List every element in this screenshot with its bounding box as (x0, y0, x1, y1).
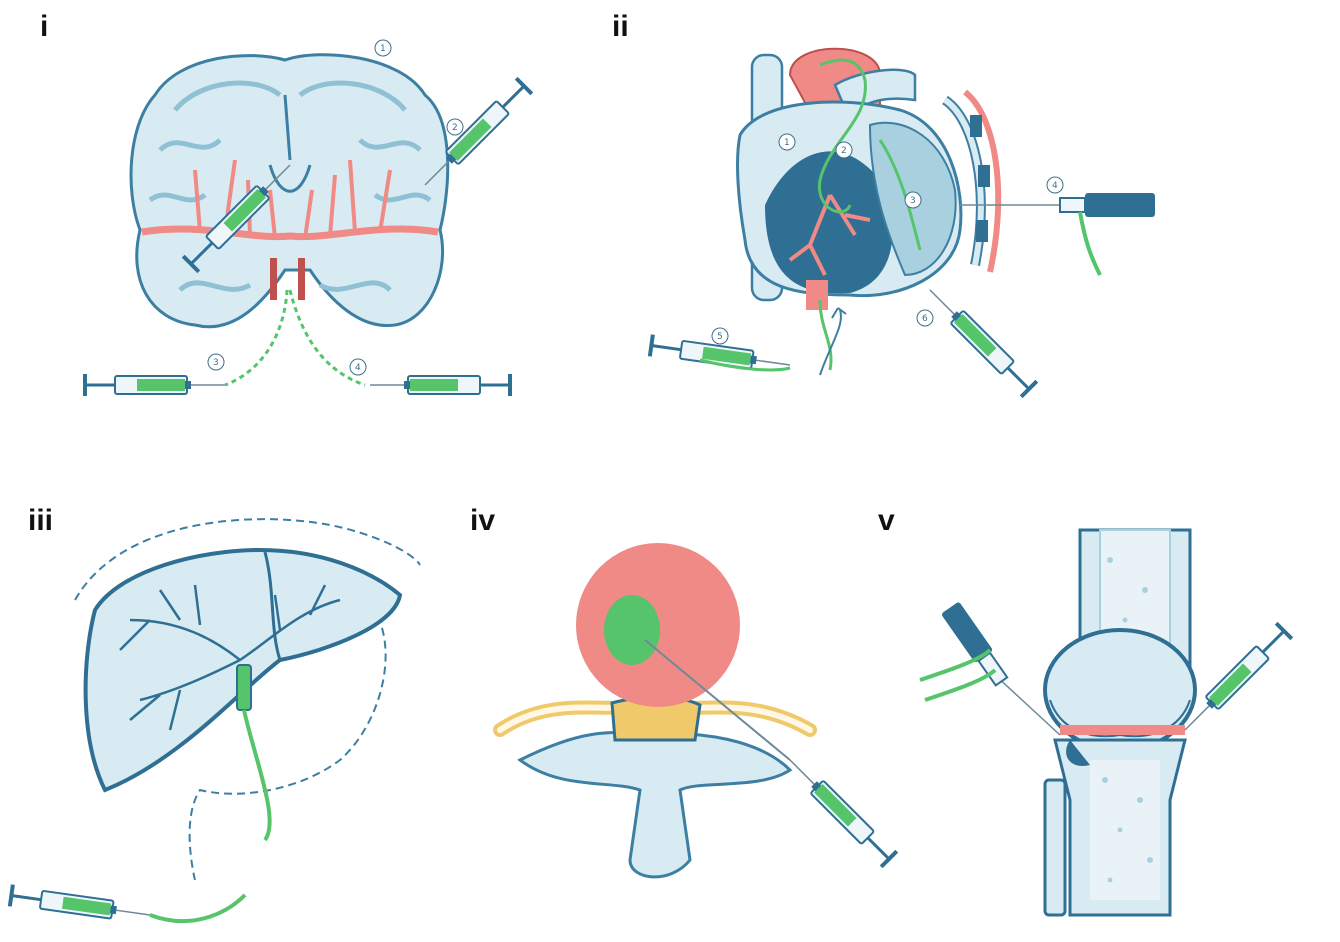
site-number-ii-4: 4 (1047, 177, 1063, 193)
panel-label-iv: iv (470, 504, 495, 537)
svg-text:5: 5 (717, 332, 723, 342)
knee-illustration (1045, 530, 1195, 915)
svg-text:2: 2 (452, 123, 458, 133)
syringe-iii (10, 885, 152, 926)
panel-label-ii: ii (612, 10, 629, 43)
site-number-ii-6: 6 (917, 310, 933, 326)
site-number-ii-1: 1 (779, 134, 795, 150)
brain-illustration (131, 55, 448, 385)
site-number-i-1: 1 (375, 40, 391, 56)
svg-text:2: 2 (841, 146, 847, 156)
site-number-i-3: 3 (208, 354, 224, 370)
catheter-device-v (920, 601, 1060, 735)
site-number-ii-5: 5 (712, 328, 728, 344)
svg-text:4: 4 (355, 363, 361, 373)
site-number-ii-2: 2 (836, 142, 852, 158)
site-number-ii-3: 3 (905, 192, 921, 208)
panel-label-i: i (40, 10, 48, 43)
site-number-i-2: 2 (447, 119, 463, 135)
panel-label-v: v (878, 504, 895, 537)
svg-text:3: 3 (910, 196, 916, 206)
svg-text:6: 6 (922, 314, 928, 324)
svg-text:1: 1 (380, 44, 386, 54)
svg-text:3: 3 (213, 358, 219, 368)
spine-disc-illustration (500, 543, 810, 877)
syringe-i-3 (85, 374, 225, 396)
svg-text:1: 1 (784, 138, 790, 148)
panel-label-iii: iii (28, 504, 53, 537)
syringe-iv (782, 752, 897, 867)
site-number-i-4: 4 (350, 359, 366, 375)
syringe-ii-6 (922, 282, 1037, 397)
syringe-i-4 (370, 374, 510, 396)
svg-text:4: 4 (1052, 181, 1058, 191)
liver-illustration (75, 519, 420, 921)
